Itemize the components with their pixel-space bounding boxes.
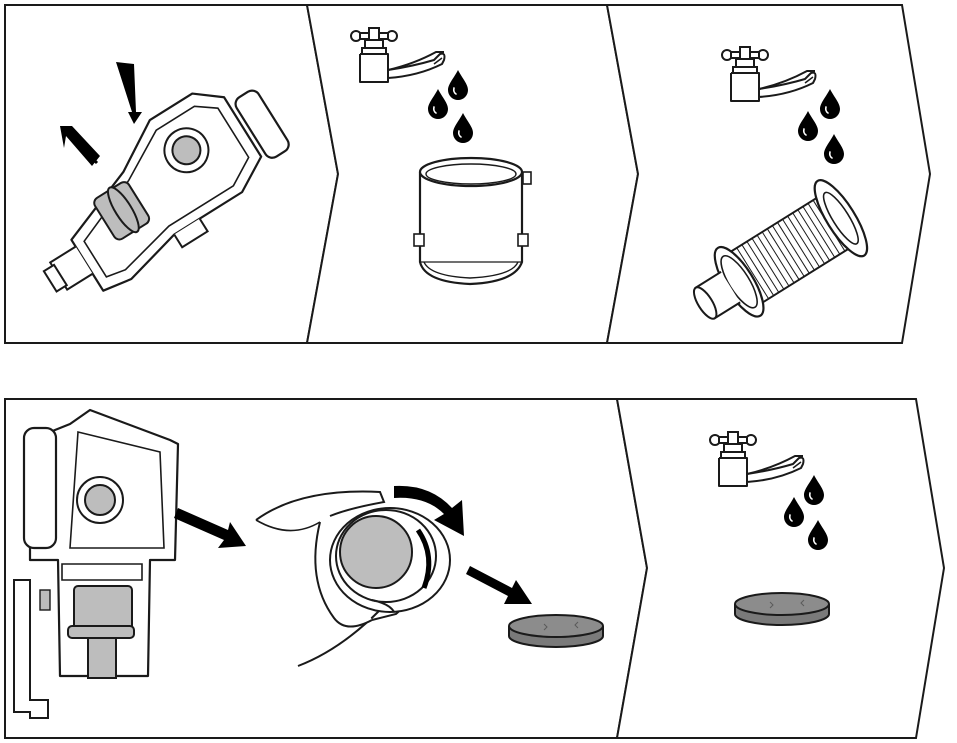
hand-twist-icon bbox=[255, 490, 451, 667]
step-5-frame bbox=[615, 398, 946, 739]
arrow-up-left-icon bbox=[60, 126, 100, 166]
arrow-right-icon bbox=[466, 566, 532, 604]
step-3-panel bbox=[605, 4, 932, 344]
rotate-arrow-icon bbox=[394, 485, 464, 536]
step-1-panel bbox=[4, 4, 340, 344]
disc-filter-icon bbox=[508, 614, 604, 648]
dust-container-icon bbox=[413, 156, 532, 286]
vacuum-head-icon bbox=[13, 408, 180, 719]
arrow-down-icon bbox=[116, 62, 142, 124]
step-3-frame bbox=[605, 4, 932, 344]
step-2-panel bbox=[305, 4, 640, 344]
arrow-right-icon bbox=[174, 508, 246, 548]
cylinder-filter-icon bbox=[692, 179, 869, 320]
vacuum-head-icon bbox=[42, 89, 290, 293]
step-5-panel bbox=[615, 398, 946, 739]
disc-filter-icon bbox=[734, 592, 830, 626]
step-4-panel bbox=[4, 398, 649, 739]
